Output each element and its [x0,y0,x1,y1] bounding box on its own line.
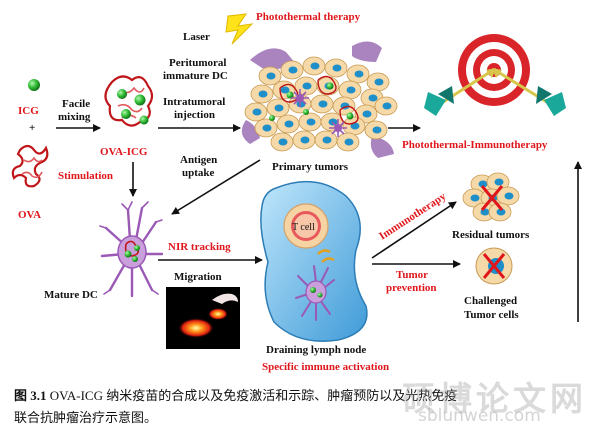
specific-immune-activation-label: Specific immune activation [262,361,389,373]
laser-label: Laser [183,31,210,43]
lymph-node-dendritic-cell [295,265,335,321]
challenged-tumor-cells [475,247,513,285]
antigen-uptake-arrow [171,159,261,215]
plus-sign: + [29,122,35,134]
antigen-uptake-label-2: uptake [182,167,215,179]
icg-label: ICG [18,105,39,117]
primary-tumor-cluster [241,41,398,158]
draining-lymph-node [260,180,368,342]
figure-label: 图 3.1 [14,388,47,403]
watermark-chinese: 硕博论文网 [402,379,587,418]
primary-tumors-label: Primary tumors [272,161,349,173]
ova-icg-nanovaccine [104,75,154,127]
tumor-prevention-label: Tumor [396,269,428,281]
stimulation-label: Stimulation [58,170,113,182]
immunotherapy-label: Immunotherapy [377,190,449,242]
challenged-label: Challenged [464,295,517,307]
nir-fluorescence-image [166,287,240,349]
residual-tumors-label: Residual tumors [452,229,530,241]
challenged-label-2: Tumor cells [464,309,519,321]
facile-mixing-label-2: mixing [58,111,91,123]
peritumoral-label: Peritumoral [169,57,226,69]
tumor-prevention-label-2: prevention [386,282,437,294]
photothermal-immunotherapy-label: Photothermal-Immunotherapy [402,139,548,151]
dart-right-icon [492,68,566,116]
intratumoral-label-2: injection [174,109,215,121]
facile-mixing-label: Facile [62,98,90,110]
immunotherapy-arrow [371,201,457,259]
draining-lymph-node-label: Draining lymph node [266,344,366,356]
ova-icg-label: OVA-ICG [100,146,148,158]
migration-label: Migration [174,271,222,283]
mature-dendritic-cell [99,201,164,298]
photothermal-therapy-label: Photothermal therapy [256,11,361,23]
figure-caption: 图 3.1 OVA-ICG 纳米疫苗的合成以及免疫激活和示踪、肿瘤预防以及光热免… [14,385,584,429]
icg-molecule [28,79,40,91]
watermark-url: sblunwen.com [418,406,541,426]
residual-tumors [462,172,520,222]
peritumoral-label-2: immature DC [163,70,228,82]
caption-text-line2: 联合抗肿瘤治疗示意图。 [14,410,158,425]
caption-text-line1: OVA-ICG 纳米疫苗的合成以及免疫激活和示踪、肿瘤预防以及光热免疫 [49,388,458,403]
laser-bolt-icon [225,13,254,45]
intratumoral-label: Intratumoral [163,96,225,108]
nir-tracking-label: NIR tracking [168,241,231,253]
t-cell-label: T cell [292,222,315,233]
dart-left-icon [424,68,496,116]
antigen-uptake-label: Antigen [180,154,217,166]
ova-protein [11,144,49,188]
mature-dc-label: Mature DC [44,289,98,301]
ova-label: OVA [18,209,41,221]
